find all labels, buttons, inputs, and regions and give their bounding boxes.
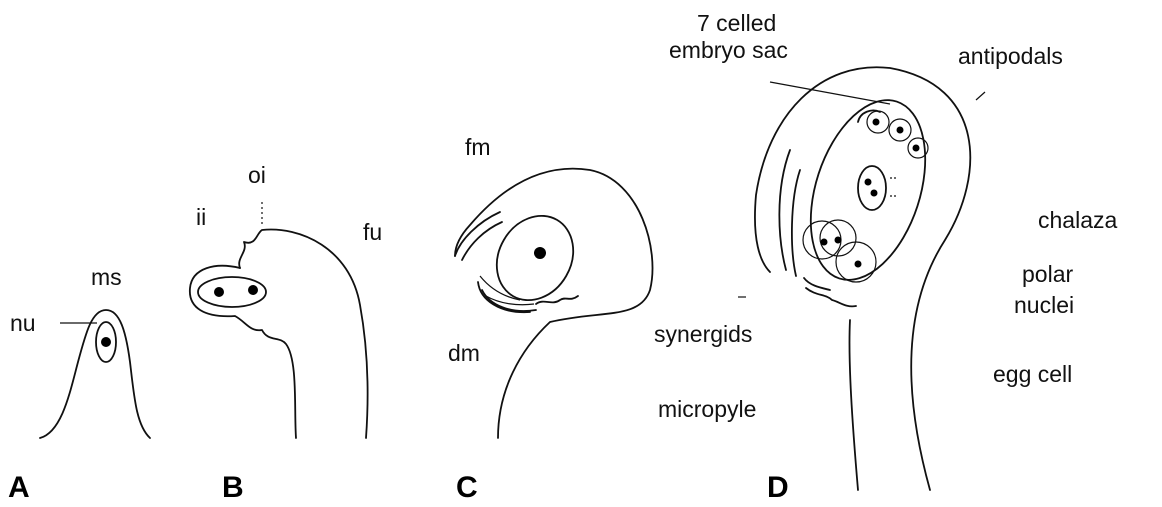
label-chalaza: chalaza	[1038, 207, 1117, 233]
label-antipodals: antipodals	[958, 43, 1063, 69]
label-embryo-sac: embryo sac	[669, 37, 788, 63]
label-dm: dm	[448, 340, 480, 366]
panel-label-a: A	[8, 471, 30, 504]
label-7-celled: 7 celled	[697, 10, 776, 36]
label-polar: polar	[1022, 261, 1073, 287]
label-ii: ii	[196, 204, 206, 230]
panel-c-drawing	[455, 169, 653, 438]
label-oi: oi	[248, 162, 266, 188]
panel-label-b: B	[222, 471, 244, 504]
label-nu: nu	[10, 310, 36, 336]
label-fm: fm	[465, 134, 491, 160]
label-synergids: synergids	[654, 321, 752, 347]
label-egg-cell: egg cell	[993, 361, 1072, 387]
label-ms: ms	[91, 264, 122, 290]
panel-a-drawing	[40, 310, 150, 438]
label-fu: fu	[363, 219, 382, 245]
panel-label-d: D	[767, 471, 789, 504]
label-micropyle: micropyle	[658, 396, 756, 422]
panel-label-c: C	[456, 471, 478, 504]
panel-d-drawing	[738, 67, 985, 490]
label-nuclei: nuclei	[1014, 292, 1074, 318]
panel-b-drawing	[190, 202, 368, 438]
